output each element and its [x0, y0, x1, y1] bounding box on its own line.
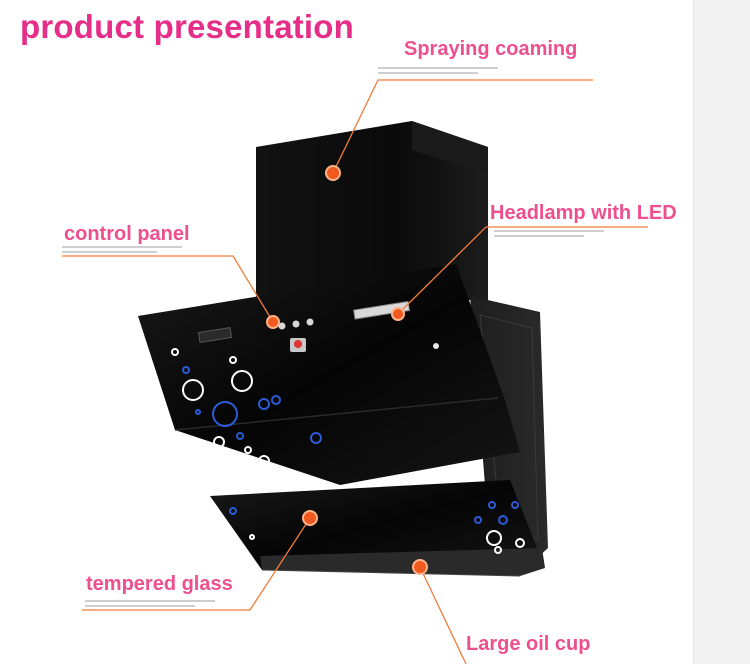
label-spraying-coaming: Spraying coaming [404, 38, 578, 60]
leader-large-oil-cup [419, 566, 467, 664]
glass-circles-lower [229, 501, 525, 554]
leader-control-panel [62, 255, 274, 323]
control-panel-buttons [278, 318, 314, 330]
leader-tempered-glass [82, 517, 311, 611]
marker-spraying-coaming [325, 165, 341, 181]
oil-cup-rim [261, 569, 521, 577]
label-headlamp-led: Headlamp with LED [490, 202, 677, 224]
leader-spraying-coaming [332, 79, 593, 174]
leader-headlamp-led [397, 226, 648, 315]
marker-large-oil-cup [412, 559, 428, 575]
page-title: product presentation [20, 8, 355, 45]
control-panel-display [197, 326, 233, 344]
callout-markers [266, 165, 428, 575]
leader-lines [62, 79, 648, 664]
glass-circles-upper [171, 348, 322, 467]
marker-control-panel [266, 315, 280, 329]
marker-headlamp-led [391, 307, 405, 321]
label-control-panel: control panel [64, 223, 190, 245]
lower-glass-panel [210, 480, 540, 570]
upper-glass-panel [138, 264, 520, 485]
fine-print-marks [62, 67, 604, 607]
oil-cup-tray [260, 548, 545, 576]
chimney-coaming [256, 121, 488, 300]
label-tempered-glass: tempered glass [86, 573, 233, 595]
right-margin-strip [693, 0, 750, 664]
marker-tempered-glass [302, 510, 318, 526]
indicator-dot [433, 343, 439, 349]
led-headlamp [353, 300, 410, 320]
brand-badge-mark [294, 340, 302, 348]
label-large-oil-cup: Large oil cup [466, 633, 591, 655]
chimney-side [412, 121, 488, 175]
